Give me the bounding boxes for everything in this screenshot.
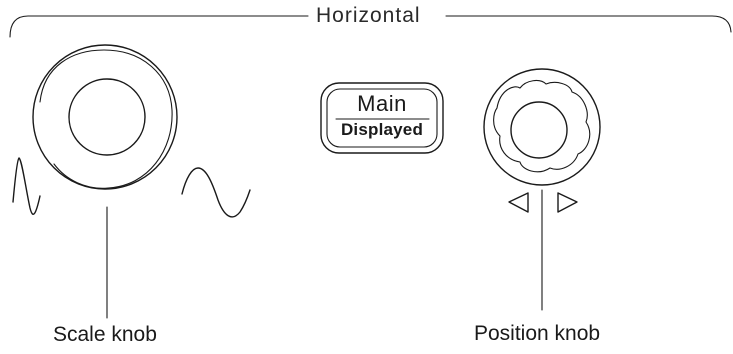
section-frame-left (9, 15, 309, 38)
section-frame-right (445, 15, 732, 33)
main-displayed-button-outline (320, 82, 444, 154)
main-displayed-button[interactable]: Main Displayed (320, 82, 444, 154)
main-button-label: Main (357, 91, 407, 116)
scale-knob-outer (32, 44, 178, 190)
scale-knob-skirt (39, 49, 173, 189)
position-knob-grip (493, 79, 591, 173)
position-knob-inner (510, 101, 568, 159)
position-knob[interactable] (483, 68, 601, 186)
section-title: Horizontal (314, 4, 423, 28)
triangle-left-icon (508, 192, 529, 213)
scale-knob-label: Scale knob (53, 323, 157, 346)
displayed-button-label: Displayed (340, 120, 424, 139)
scale-knob-inner (68, 78, 146, 156)
sine-wave-left (12, 157, 41, 215)
sine-wave-right (181, 167, 251, 218)
position-knob-label: Position knob (474, 322, 601, 345)
scale-knob[interactable] (32, 44, 178, 190)
position-knob-outer (483, 68, 601, 186)
triangle-right-icon (557, 192, 578, 213)
